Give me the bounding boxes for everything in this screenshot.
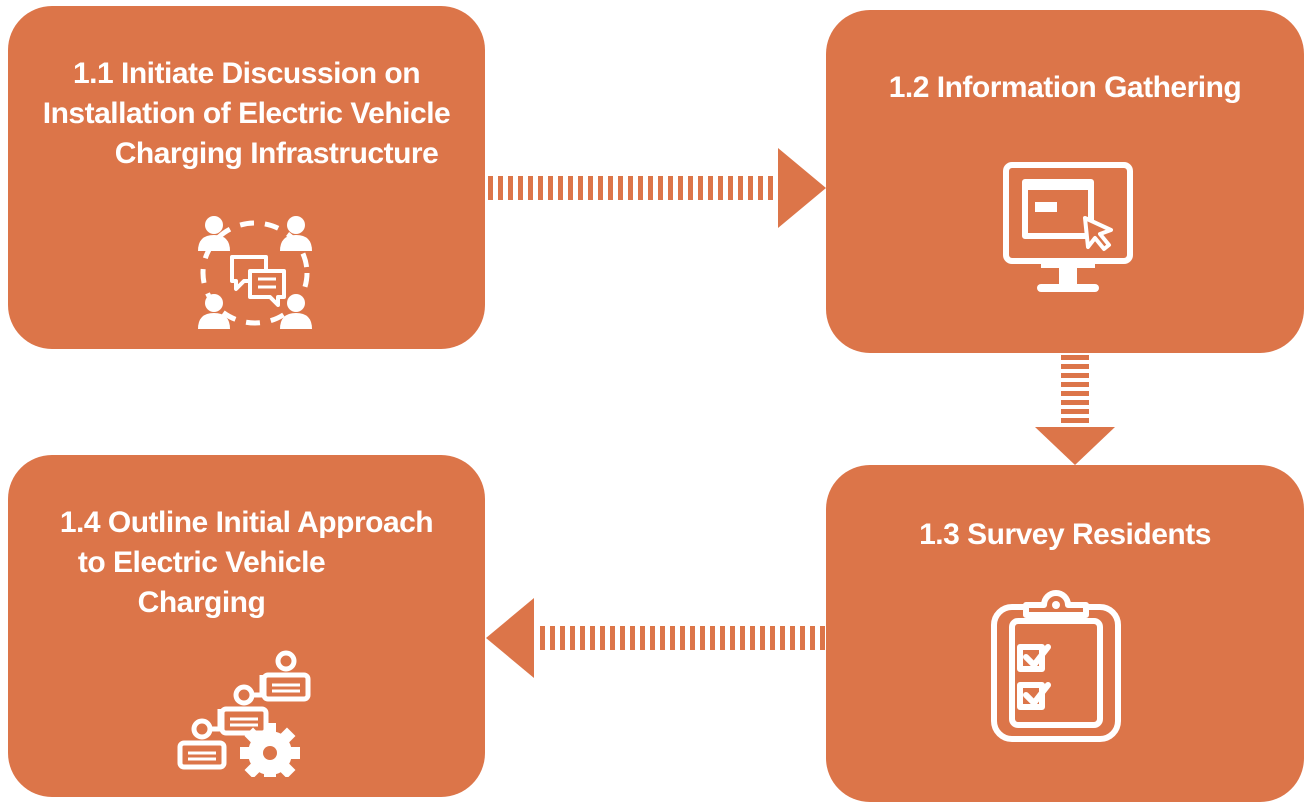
connector-dash (508, 176, 513, 200)
connector-dash (820, 626, 825, 650)
connector-dash (630, 626, 635, 650)
connector-dash (518, 176, 523, 200)
step-title-1-4-line-2: to Electric Vehicle (77, 546, 326, 579)
connector-dash (548, 176, 553, 200)
step-box-1-3: 1.3 Survey Residents (826, 465, 1304, 802)
connector-dash (1061, 373, 1089, 378)
connector-dash (790, 626, 795, 650)
connector-dash (760, 626, 765, 650)
connector-dash (1061, 400, 1089, 405)
step-title-1-2-line-1: 1.2 Information Gathering (888, 71, 1242, 104)
connector-dash (1061, 355, 1089, 360)
connector-dash (570, 626, 575, 650)
step-title-1-3-line-1: 1.3 Survey Residents (919, 518, 1211, 551)
connector-dash (498, 176, 503, 200)
connector-dash (620, 626, 625, 650)
connector-dash (588, 176, 593, 200)
computer-monitor-icon (1003, 162, 1133, 292)
connector-dash (708, 176, 713, 200)
step-title-1-4: 1.4 Outline Initial Approach to Electric… (8, 503, 485, 623)
connector-dash (1061, 391, 1089, 396)
connector-dash (718, 176, 723, 200)
connector-dash (568, 176, 573, 200)
connector-dash (600, 626, 605, 650)
step-box-1-2: 1.2 Information Gathering (826, 10, 1304, 353)
step-title-1-1-line-1: 1.1 Initiate Discussion on (72, 57, 421, 90)
connector-dash (768, 176, 773, 200)
connector-dash (750, 626, 755, 650)
connector-dash (598, 176, 603, 200)
connector-dash (690, 626, 695, 650)
connector-dash (1061, 409, 1089, 414)
connector-dash (758, 176, 763, 200)
connector-dash (640, 626, 645, 650)
connector-dash (1061, 364, 1089, 369)
connector-dash (748, 176, 753, 200)
connector-dash (770, 626, 775, 650)
connector-dash (658, 176, 663, 200)
step-box-1-1: 1.1 Initiate Discussion on Installation … (8, 6, 485, 349)
step-title-1-1-line-2: Installation of Electric Vehicle (42, 97, 451, 130)
arrow-down-1-2-to-1-3 (1035, 355, 1115, 465)
connector-dash (700, 626, 705, 650)
connector-dash (488, 176, 493, 200)
connector-dash (728, 176, 733, 200)
connector-dash (810, 626, 815, 650)
connector-dash (540, 626, 545, 650)
connector-dash (688, 176, 693, 200)
arrow-right-1-1-to-1-2 (488, 148, 826, 228)
clipboard-checklist-icon (991, 590, 1121, 742)
connector-dash (538, 176, 543, 200)
connector-dash (550, 626, 555, 650)
step-title-1-4-line-1: 1.4 Outline Initial Approach (59, 506, 434, 539)
connector-dash (580, 626, 585, 650)
connector-dash (590, 626, 595, 650)
connector-dash (730, 626, 735, 650)
connector-dash (608, 176, 613, 200)
flowchart-gear-icon (177, 650, 311, 777)
connector-dash (720, 626, 725, 650)
step-title-1-3: 1.3 Survey Residents (826, 515, 1304, 555)
connector-dash (648, 176, 653, 200)
step-title-1-1-line-3: Charging Infrastructure (114, 137, 439, 170)
step-box-1-4: 1.4 Outline Initial Approach to Electric… (8, 455, 485, 797)
connector-dash (610, 626, 615, 650)
connector-dash (660, 626, 665, 650)
connector-dash (650, 626, 655, 650)
connector-dash (678, 176, 683, 200)
connector-dash (738, 176, 743, 200)
step-title-1-1: 1.1 Initiate Discussion on Installation … (8, 54, 485, 174)
connector-dash (800, 626, 805, 650)
connector-dash (1061, 382, 1089, 387)
connector-dash (668, 176, 673, 200)
arrow-left-1-3-to-1-4 (486, 598, 825, 678)
connector-dash (1061, 418, 1089, 423)
connector-dash (628, 176, 633, 200)
connector-dash (670, 626, 675, 650)
connector-dash (638, 176, 643, 200)
connector-dash (618, 176, 623, 200)
connector-dash (558, 176, 563, 200)
connector-dash (578, 176, 583, 200)
connector-dash (528, 176, 533, 200)
connector-dash (710, 626, 715, 650)
connector-dash (698, 176, 703, 200)
group-discussion-icon (198, 216, 312, 329)
step-title-1-2: 1.2 Information Gathering (826, 68, 1304, 108)
step-title-1-4-line-3: Charging (137, 586, 266, 619)
connector-dash (780, 626, 785, 650)
connector-dash (560, 626, 565, 650)
connector-dash (680, 626, 685, 650)
connector-dash (740, 626, 745, 650)
